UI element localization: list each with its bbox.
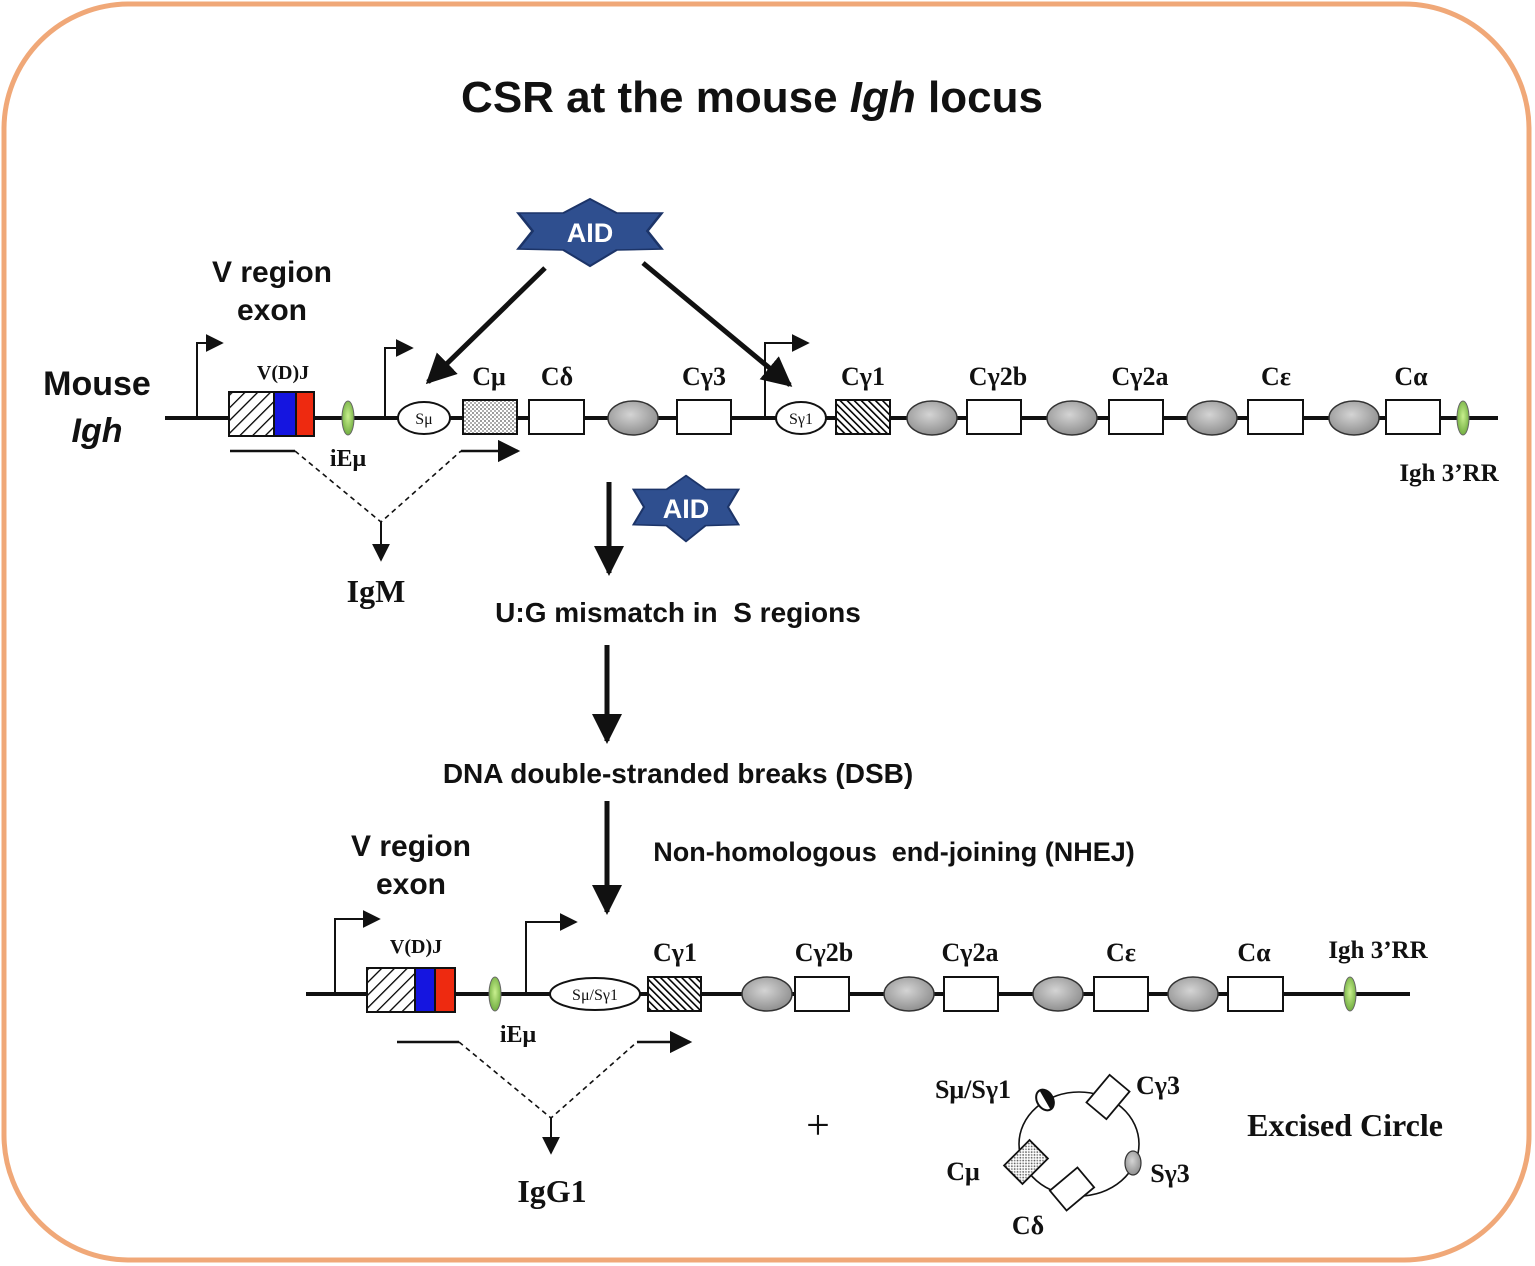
step-mismatch: U:G mismatch in S regions: [495, 597, 861, 628]
cdelta-segment-top: [528, 399, 585, 435]
v-region-label-bottom-2: exon: [376, 868, 446, 901]
circle-cd-box: [1048, 1166, 1096, 1212]
circle-cmu-box: [1002, 1138, 1050, 1186]
igh-3rr-label-bottom: Igh 3’RR: [1328, 937, 1428, 964]
igh-3rr-enhancer-top: [1456, 400, 1470, 436]
d-segment-top: [273, 391, 297, 437]
cg2a-label-top: Cγ2a: [1112, 362, 1169, 391]
aid-star-middle: AID: [631, 474, 741, 543]
cg2a-label-bottom: Cγ2a: [942, 938, 999, 967]
ca-label-top: Cα: [1394, 362, 1428, 391]
cg3-label-top: Cγ3: [682, 362, 726, 391]
step-nhej: Non-homologous end-joining (NHEJ): [653, 837, 1134, 867]
cg2b-segment-top: [966, 399, 1022, 435]
cdelta-label-top: Cδ: [541, 362, 573, 391]
vdj-label-bottom: V(D)J: [390, 936, 442, 958]
switch-region-sg2a-bottom: [883, 976, 935, 1012]
j-segment-bottom: [434, 967, 456, 1013]
ce-segment-top: [1247, 399, 1304, 435]
cg2a-segment-bottom: [943, 976, 999, 1012]
iemu-enhancer-top: [341, 400, 355, 436]
switch-region-sg2b-bottom: [741, 976, 793, 1012]
ca-segment-top: [1385, 399, 1441, 435]
cmu-segment-top: [462, 399, 518, 435]
mouse-label: Mouse: [43, 365, 151, 403]
circle-sg3-ellipse: [1124, 1150, 1142, 1176]
cg3-segment-top: [676, 399, 732, 435]
circle-cg3-label: Cγ3: [1136, 1071, 1180, 1100]
cg1-label-top: Cγ1: [841, 362, 885, 391]
excised-circle-title: Excised Circle: [1247, 1107, 1443, 1143]
ce-label-bottom: Cε: [1106, 938, 1136, 967]
top-locus: V(D)J iEμ Sμ Cμ Cδ Cγ3 Sγ1 Cγ1 Cγ2b: [165, 334, 1500, 609]
circle-switch-label: Sμ/Sγ1: [935, 1075, 1011, 1104]
v-segment-bottom: [366, 967, 416, 1013]
v-segment-top: [228, 391, 275, 437]
igm-label: IgM: [347, 573, 406, 609]
promoter-arrow-ig1-top: [764, 334, 810, 418]
ca-label-bottom: Cα: [1237, 938, 1271, 967]
promoter-arrow-vregion-top: [196, 334, 224, 418]
step-dsb: DNA double-stranded breaks (DSB): [443, 758, 913, 789]
cg2b-segment-bottom: [794, 976, 850, 1012]
ca-segment-bottom: [1227, 976, 1284, 1012]
aid-arrow-to-smu: [425, 266, 547, 385]
v-region-label-top-2: exon: [237, 294, 307, 327]
j-segment-top: [295, 391, 315, 437]
plus-sign: +: [806, 1103, 830, 1149]
cmu-label-top: Cμ: [472, 362, 506, 391]
circle-switch-junction-half: [1039, 1089, 1054, 1110]
smu-sg1-hybrid-region: [549, 977, 641, 1011]
switch-region-sg2a-top: [1046, 400, 1098, 436]
aid-label-top: AID: [567, 218, 614, 248]
iemu-enhancer-bottom: [488, 976, 502, 1012]
aid-star-top: AID: [516, 197, 664, 268]
igg1-label: IgG1: [517, 1173, 586, 1209]
promoter-arrow-imu-bottom: [525, 913, 578, 994]
circle-sg3-label: Sγ3: [1150, 1159, 1190, 1188]
iemu-label-top: iEμ: [330, 446, 367, 472]
smu-label-top: Sμ: [415, 411, 432, 428]
switch-region-sa-bottom: [1167, 976, 1219, 1012]
igh-3rr-enhancer-bottom: [1343, 976, 1357, 1012]
ce-segment-bottom: [1093, 976, 1149, 1012]
aid-label-middle: AID: [663, 494, 710, 524]
smu-region-top: [397, 401, 451, 435]
v-region-label-bottom-1: V region: [351, 830, 471, 863]
igh-3rr-label-top: Igh 3’RR: [1399, 460, 1499, 487]
cg2b-label-top: Cγ2b: [969, 362, 1027, 391]
igh-label: Igh: [72, 412, 123, 450]
switch-region-sg2b-top: [906, 400, 958, 436]
sg1-region-top: [775, 401, 827, 435]
d-segment-bottom: [414, 967, 436, 1013]
cg1-segment-bottom: [647, 976, 702, 1012]
diagram-title: CSR at the mouse Igh locus: [461, 73, 1043, 122]
cg1-segment-top: [835, 399, 891, 435]
ce-label-top: Cε: [1261, 362, 1291, 391]
aid-star-icon-middle: [631, 474, 741, 543]
cg1-label-bottom: Cγ1: [653, 938, 697, 967]
excised-circle: Sμ/Sγ1 Cγ3 Sγ3 Cδ Cμ Excised Circle: [935, 1071, 1443, 1240]
switch-region-se-bottom: [1032, 976, 1084, 1012]
switch-region-sa-top: [1328, 400, 1380, 436]
cg2a-segment-top: [1108, 399, 1164, 435]
switch-region-sg3-top: [607, 400, 659, 436]
sg1-label-top: Sγ1: [789, 411, 813, 428]
promoter-arrow-vregion-bottom: [334, 910, 381, 994]
switch-region-se-top: [1186, 400, 1238, 436]
aid-star-icon: [516, 197, 664, 268]
circle-switch-junction: [1035, 1088, 1055, 1112]
circle-cmu-label: Cμ: [946, 1157, 980, 1186]
circle-cd-label: Cδ: [1012, 1211, 1044, 1240]
smu-sg1-label-bottom: Sμ/Sγ1: [572, 987, 618, 1004]
promoter-arrow-imu-top: [384, 339, 414, 418]
iemu-label-bottom: iEμ: [500, 1022, 537, 1048]
v-region-label-top-1: V region: [212, 256, 332, 289]
circle-cg3-box: [1085, 1073, 1131, 1121]
vdj-label-top: V(D)J: [257, 362, 309, 384]
cg2b-label-bottom: Cγ2b: [795, 938, 853, 967]
bottom-locus: V(D)J iEμ Sμ/Sγ1 Cγ1 Cγ2b Cγ2a Cε Cα Igh…: [306, 910, 1429, 1209]
